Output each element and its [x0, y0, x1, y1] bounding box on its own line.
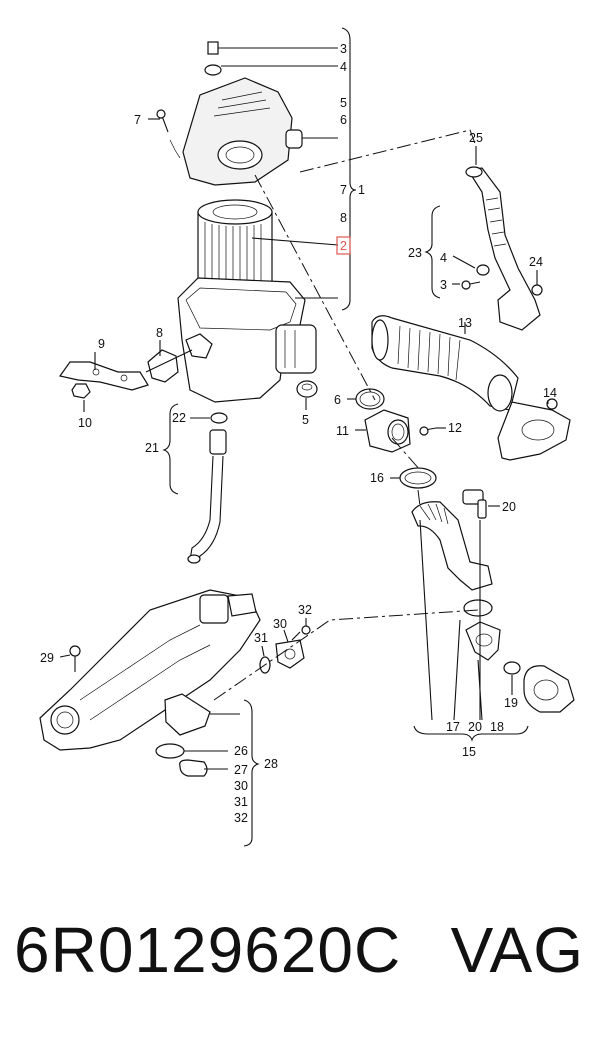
- callout: 5: [302, 413, 309, 427]
- vent-hose-23: [465, 166, 541, 331]
- callout: 22: [172, 411, 186, 425]
- callout: 28: [264, 757, 278, 771]
- filter-element: [197, 199, 273, 292]
- brand-name: VAG: [450, 914, 584, 986]
- braces: [162, 27, 529, 847]
- callout: 4: [340, 60, 347, 74]
- callout: 21: [145, 441, 159, 455]
- callout: 32: [234, 811, 248, 825]
- screw-7: [156, 109, 169, 133]
- callout: 14: [543, 386, 557, 400]
- elbow-18: [465, 621, 501, 661]
- bolt-top: [204, 41, 222, 76]
- callout: 1: [358, 183, 365, 197]
- callout: 11: [336, 424, 349, 438]
- washer-22: [210, 412, 228, 424]
- callout: 20: [468, 720, 482, 734]
- grommet-4-right: [476, 264, 490, 276]
- filter-housing-lower: [177, 277, 317, 403]
- callout: 6: [334, 393, 341, 407]
- callout: 31: [234, 795, 248, 809]
- air-mass-meter: [364, 409, 411, 453]
- bolt-29: [69, 645, 81, 672]
- callout: 15: [462, 745, 476, 759]
- callout: 8: [340, 211, 347, 225]
- callout: 8: [156, 326, 163, 340]
- callout: 10: [78, 416, 92, 430]
- callout: 7: [134, 113, 141, 127]
- clamp-lower: [463, 599, 493, 617]
- callout: 4: [440, 251, 447, 265]
- nut-10: [71, 383, 91, 399]
- callout: 26: [234, 744, 248, 758]
- callout: 32: [298, 603, 312, 617]
- bracket-14: [497, 398, 571, 461]
- sensor-20: [462, 489, 487, 519]
- callout: 7: [340, 183, 347, 197]
- o-ring-6: [355, 388, 385, 410]
- o-ring-19: [503, 661, 521, 675]
- callout: 19: [504, 696, 518, 710]
- callout: 20: [502, 500, 516, 514]
- callout: 3: [440, 278, 447, 292]
- bolt-32: [291, 625, 311, 641]
- callout: 24: [529, 255, 543, 269]
- housing-gasket: [169, 139, 181, 159]
- rubber-grommet-5: [296, 380, 318, 398]
- intake-manifold: [39, 589, 261, 751]
- callout: 9: [98, 337, 105, 351]
- callout: 23: [408, 246, 422, 260]
- intake-hose: [371, 315, 519, 412]
- callout: 12: [448, 421, 462, 435]
- callout: 27: [234, 763, 248, 777]
- clip-24: [531, 284, 543, 296]
- leader-lines: [59, 47, 549, 770]
- callout: 6: [340, 113, 347, 127]
- callout: 3: [340, 42, 347, 56]
- callout: 29: [40, 651, 54, 665]
- callout: 2: [340, 239, 347, 253]
- turbo-outlet: [523, 665, 575, 713]
- callout: 13: [458, 316, 472, 330]
- filter-housing-cover: [182, 77, 303, 186]
- callout: 31: [254, 631, 268, 645]
- dash-dot-lines: [213, 129, 479, 701]
- gasket-26: [155, 743, 185, 759]
- highlight-box: [336, 236, 351, 255]
- valve-30: [275, 639, 305, 669]
- footer: 6R0129620C VAG: [0, 900, 600, 1000]
- mounting-bracket: [58, 333, 213, 391]
- callout: 5: [340, 96, 347, 110]
- callout: 30: [273, 617, 287, 631]
- gasket-27: [179, 759, 208, 777]
- parts-diagram: 3 4 5 6 7 1 8 2 25 23 4 3 24 13 9 8 10 6…: [39, 27, 575, 847]
- callout: 25: [469, 131, 483, 145]
- callout: 30: [234, 779, 248, 793]
- drain-hose: [187, 429, 227, 564]
- screw-12: [419, 426, 437, 436]
- callout-labels: 3 4 5 6 7 1 8 2 25 23 4 3 24 13 9 8 10 6…: [40, 42, 557, 825]
- part-number: 6R0129620C: [14, 914, 402, 986]
- callout: 17: [446, 720, 460, 734]
- charge-air-pipe: [411, 501, 493, 591]
- callout: 16: [370, 471, 384, 485]
- screw-3-right: [461, 280, 481, 290]
- hose-clamp-16: [399, 467, 437, 489]
- callout: 18: [490, 720, 504, 734]
